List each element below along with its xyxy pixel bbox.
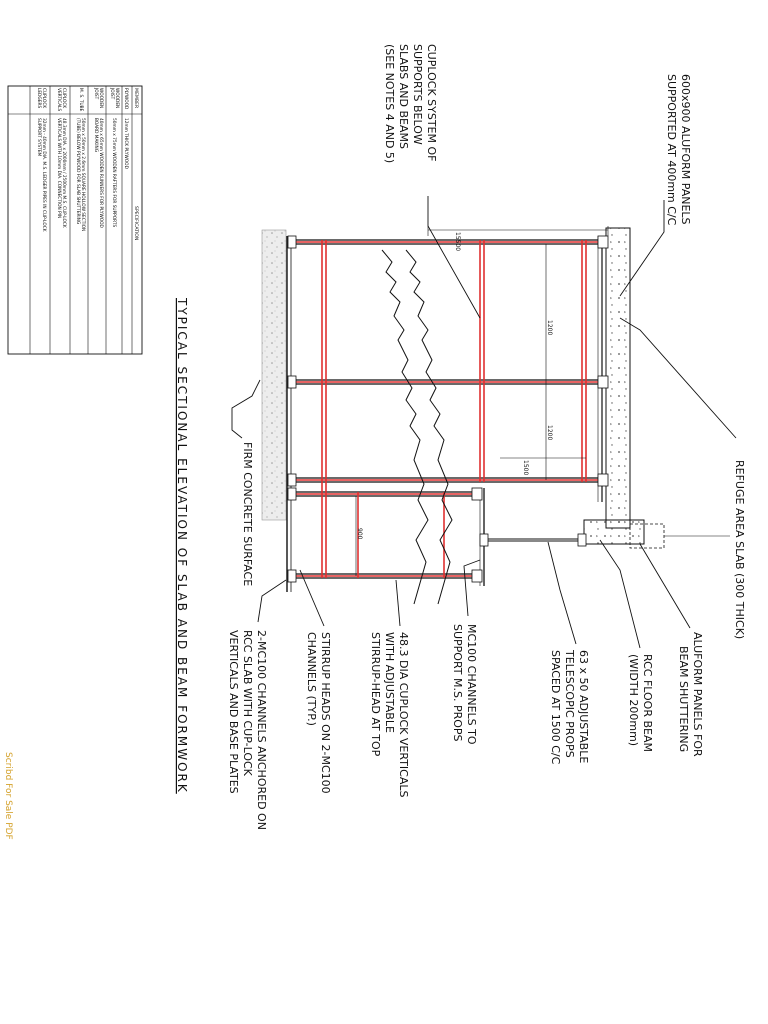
dim-spacing-2: 1200 <box>546 425 553 440</box>
dim-spacing-3: 1500 <box>522 460 529 475</box>
callouts: 600x900 ALUFORM PANELS SUPPORTED AT 400m… <box>227 44 746 833</box>
spec-row-2-spec: 50mm x 75mm WOODEN RAFTERS FOR SUPPORTS <box>111 118 117 227</box>
callout-stirrup-heads: STIRRUP HEADS ON 2-MC100 CHANNELS (TYP.) <box>305 632 332 797</box>
dimension-lines <box>355 226 609 576</box>
spec-row-1-spec: 12mm THICK PLYWOOD <box>123 118 129 170</box>
spec-row-6-member: CUPLOCK LEDGERS <box>36 88 47 110</box>
formwork-elevation: 15500 1200 1200 1500 900 <box>231 196 737 649</box>
dim-overall: 15500 <box>454 232 461 251</box>
callout-cuplock-verticals: 48.3 DIA CUPLOCK VERTICALS WITH ADJUSTAB… <box>369 632 410 801</box>
stirrup-heads <box>471 235 609 583</box>
spec-table-header-spec: SPECIFICATION <box>133 206 139 240</box>
callout-telescopic-props: 63 x 50 ADJUSTABLE TELESCOPIC PROPS SPAC… <box>549 649 590 767</box>
callout-beam-shuttering: ALUFORM PANELS FOR BEAM SHUTTERING <box>677 632 704 760</box>
rcc-floor-beam <box>583 519 645 545</box>
callout-anchored-channels: 2-MC100 CHANNELS ANCHORED ON RCC SLAB WI… <box>227 630 268 833</box>
spec-row-5-member: CUPLOCK VERTICALS <box>56 88 67 112</box>
spec-row-2-member: WOODEN JOIST <box>109 87 120 110</box>
spec-row-3-spec: 40mm x 65mm WOODEN RUNNERS FOR PLYWOOD B… <box>93 118 104 229</box>
cuplock-ledgers <box>292 240 604 578</box>
spec-row-4-member: M. S. TUBE <box>78 88 84 112</box>
footer-text: Scribd For Sale PDF <box>3 752 13 840</box>
leader-lines <box>231 196 737 649</box>
spec-row-1-member: PLYWOOD <box>123 88 129 110</box>
drawing-title: TYPICAL SECTIONAL ELEVATION OF SLAB AND … <box>175 297 189 794</box>
spec-row-6-spec: 32mm - 40mm DIA. M.S. LEDGER PIPES IN CU… <box>36 118 47 233</box>
dim-spacing-4: 900 <box>356 528 363 540</box>
refuge-area-slab <box>605 227 631 529</box>
dim-spacing-1: 1200 <box>546 320 553 335</box>
spec-table-header-member: MEMBER <box>133 88 139 109</box>
callout-floor-beam: RCC FLOOR BEAM (WIDTH 200mm) <box>627 654 654 756</box>
spec-row-4-spec: 50mm x 50mm x 2.6mm SQUARE HOLLOW SECTIO… <box>75 118 86 233</box>
callout-refuge-slab: REFUGE AREA SLAB (300 THICK) <box>733 460 746 639</box>
spec-row-3-member: WOODEN JOIST <box>93 87 104 110</box>
break-lines <box>381 249 453 605</box>
cuplock-verticals <box>292 239 604 579</box>
callout-aluform-panels: 600x900 ALUFORM PANELS SUPPORTED AT 400m… <box>665 74 692 228</box>
callout-mc100-channels: MC100 CHANNELS TO SUPPORT M.S. PROPS <box>451 624 478 748</box>
base-plates <box>287 235 297 583</box>
spec-row-5-spec: 48.3mm DIA. x 2000mm / 2500mm M.S. CUP-L… <box>56 118 67 229</box>
firm-concrete-surface <box>261 229 287 521</box>
callout-cuplock-system: CUPLOCK SYSTEM OF SUPPORTS BELOW SLABS A… <box>383 44 438 165</box>
callout-firm-surface: FIRM CONCRETE SURFACE <box>241 442 254 586</box>
spec-table: MEMBER SPECIFICATION PLYWOOD 12mm THICK … <box>7 85 143 355</box>
